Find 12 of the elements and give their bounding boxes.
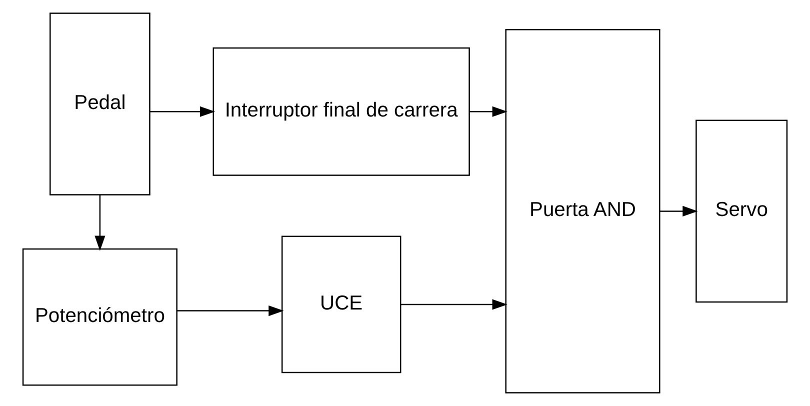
arrow: [150, 106, 216, 117]
node-box: Puerta AND: [505, 29, 660, 394]
arrow: [176, 305, 284, 316]
node-box: UCE: [281, 236, 402, 374]
arrow: [401, 299, 508, 310]
node-box: Interruptor final de carrera: [212, 47, 470, 176]
node-box: Pedal: [50, 12, 150, 196]
arrow: [469, 106, 508, 117]
node-box: Potenciómetro: [22, 248, 178, 386]
arrow: [94, 195, 106, 251]
node-box: Servo: [696, 120, 788, 303]
arrow: [660, 206, 698, 216]
